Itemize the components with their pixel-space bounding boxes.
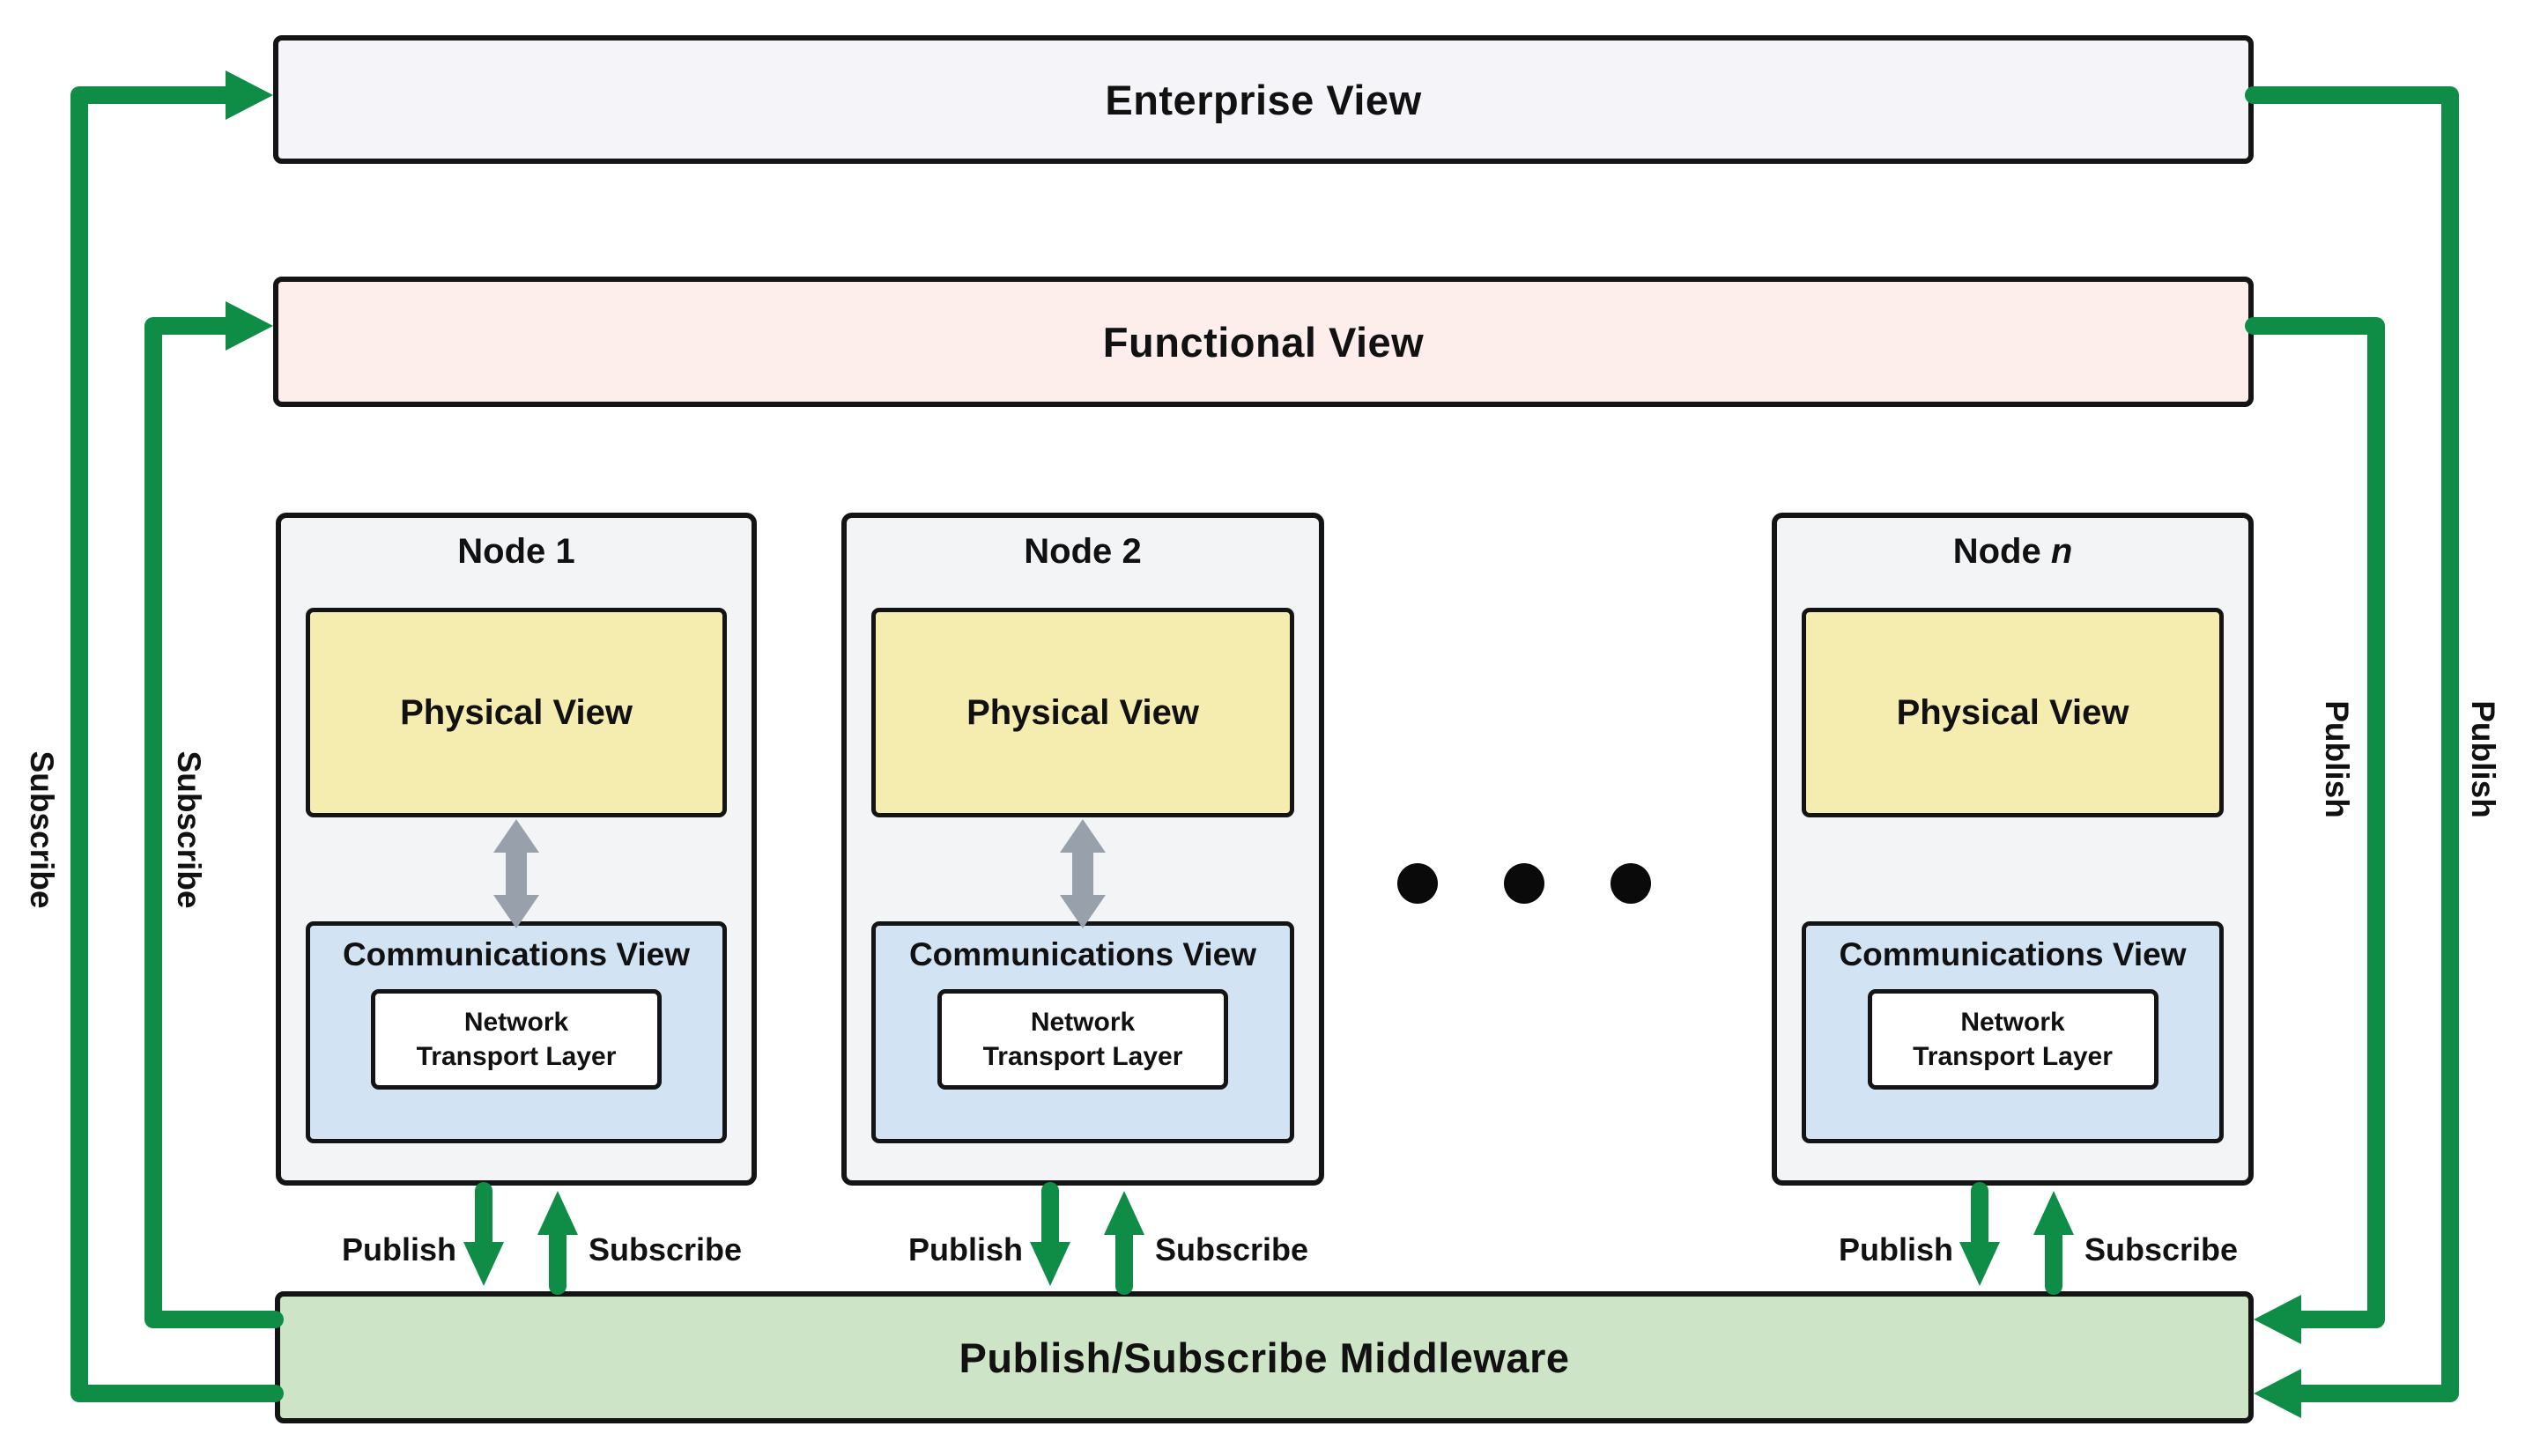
node-1-subscribe-label: Subscribe	[589, 1231, 743, 1268]
arrowhead-into-functional	[226, 301, 273, 351]
ntl-line1: Network	[1030, 1008, 1136, 1037]
physical-view-label: Physical View	[400, 692, 633, 732]
node-n-publish-label: Publish	[1838, 1231, 1953, 1268]
ellipsis-dots	[1397, 863, 1651, 904]
node-1-communications-view-box: Communications View Network Transport La…	[306, 921, 727, 1143]
functional-view-label: Functional View	[1102, 318, 1425, 366]
functional-subscribe-label: Subscribe	[171, 750, 207, 909]
communications-view-label: Communications View	[342, 936, 691, 972]
node-1-publish-subscribe-arrows	[463, 1182, 578, 1295]
physical-view-label: Physical View	[966, 692, 1199, 732]
enterprise-subscribe-label: Subscribe	[24, 750, 60, 909]
node-n-subscribe-label: Subscribe	[2084, 1231, 2239, 1268]
enterprise-view-box: Enterprise View	[273, 35, 2254, 164]
node-1-physical-view-box: Physical View	[306, 608, 727, 817]
node-2-subscribe-label: Subscribe	[1155, 1231, 1309, 1268]
node-2-network-transport-layer-box: Network Transport Layer	[937, 989, 1228, 1090]
middleware-label: Publish/Subscribe Middleware	[959, 1334, 1570, 1381]
arrowhead-into-enterprise	[226, 70, 273, 120]
node-n-publish-subscribe-arrows	[1959, 1182, 2074, 1295]
node-n-communications-view-box: Communications View Network Transport La…	[1802, 921, 2224, 1143]
node-1-network-transport-layer-box: Network Transport Layer	[371, 989, 662, 1090]
ntl-line1: Network	[463, 1008, 569, 1037]
ntl-line2: Transport Layer	[416, 1042, 617, 1071]
enterprise-publish-label: Publish	[2465, 700, 2501, 818]
subscribe-line-enterprise	[70, 86, 284, 1402]
arrowhead-into-middleware-upper	[2254, 1295, 2301, 1344]
node-2-physical-view-box: Physical View	[871, 608, 1294, 817]
publish-subscribe-middleware-box: Publish/Subscribe Middleware	[275, 1291, 2254, 1423]
ntl-line2: Transport Layer	[1913, 1042, 2113, 1071]
communications-view-label: Communications View	[908, 936, 1257, 972]
communications-view-label: Communications View	[1839, 936, 2187, 972]
enterprise-view-label: Enterprise View	[1105, 76, 1422, 123]
arrowhead-into-middleware-lower	[2254, 1369, 2301, 1418]
ntl-line2: Transport Layer	[982, 1042, 1183, 1071]
publish-line-functional	[2245, 317, 2385, 1328]
node-n-network-transport-layer-box: Network Transport Layer	[1867, 989, 2158, 1090]
node-2-communications-view-box: Communications View Network Transport La…	[871, 921, 1294, 1143]
physical-view-label: Physical View	[1896, 692, 2129, 732]
functional-publish-label: Publish	[2319, 700, 2355, 818]
ntl-line1: Network	[1960, 1008, 2065, 1037]
node-2-publish-subscribe-arrows	[1030, 1182, 1144, 1295]
functional-view-box: Functional View	[273, 277, 2254, 407]
node-1-publish-label: Publish	[341, 1231, 456, 1268]
node-2-publish-label: Publish	[907, 1231, 1023, 1268]
node-n-physical-view-box: Physical View	[1802, 608, 2224, 817]
